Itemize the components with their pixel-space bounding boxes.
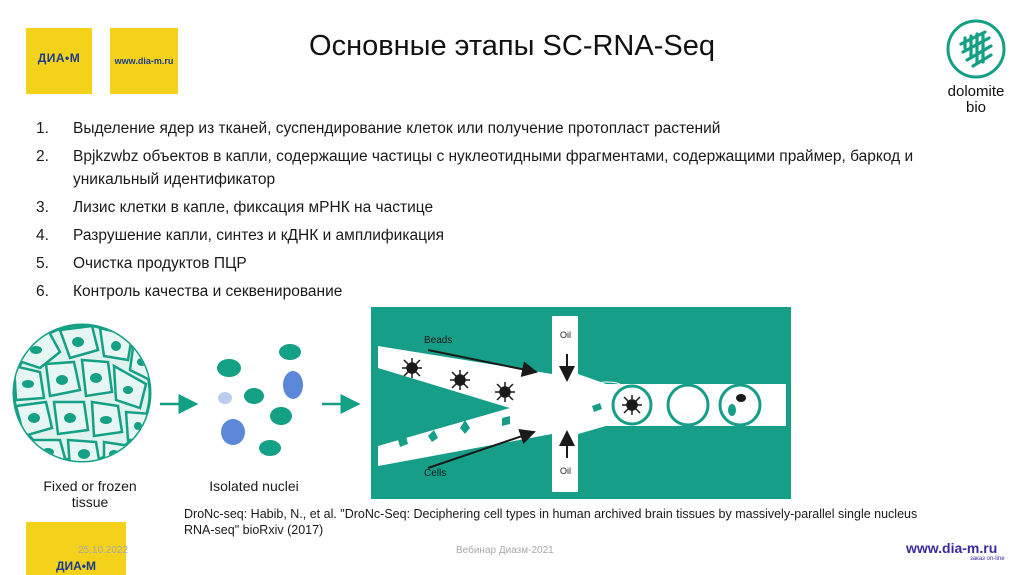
flow-arrow-icon <box>427 428 536 469</box>
oil-bottom-label: Oil <box>560 466 571 476</box>
cells-label: Cells <box>424 468 446 479</box>
list-item: 6.Контроль качества и секвенирование <box>36 283 343 300</box>
cell-icon <box>398 403 602 447</box>
list-item: 3.Лизис клетки в капле, фиксация мРНК на… <box>36 199 434 216</box>
reference-citation: DroNc-seq: Habib, N., et al. "DroNc-Seq:… <box>184 507 918 537</box>
dia-m-logo: ДИА•М <box>26 28 92 94</box>
dolomite-bio-logo: dolomite bio <box>936 18 1016 115</box>
footer-webinar: Вебинар Диазм-2021 <box>456 545 554 556</box>
microfluidic-device: Beads Cells Oil Oil <box>371 307 791 499</box>
bottom-logo-text: ДИА•М <box>55 559 97 573</box>
beads-label: Beads <box>424 335 452 346</box>
dia-m-url-text: www.dia-m.ru <box>114 56 174 66</box>
steps-list: 1.Выделение ядер из тканей, суспендирова… <box>36 117 996 308</box>
dolomite-bio-text: bio <box>965 99 987 116</box>
dia-m-url-logo: www.dia-m.ru <box>110 28 178 94</box>
list-item: 4.Разрушение капли, синтез и кДНК и ампл… <box>36 227 445 244</box>
page-title: Основные этапы SC-RNA-Seq <box>309 30 715 62</box>
bead-icon <box>402 358 642 415</box>
flow-arrow-icon <box>427 349 538 378</box>
footer-date: 25.10.2022 <box>78 545 129 556</box>
dia-m-logo-text: ДИА•М <box>37 51 81 65</box>
bottom-dia-m-logo: ДИА•М <box>26 522 126 575</box>
footer-brand-link[interactable]: www.dia-m.ru <box>906 540 998 556</box>
oil-top-label: Oil <box>560 330 571 340</box>
footer-brand-subtitle: заказ on-line <box>970 556 1005 562</box>
list-item: 1.Выделение ядер из тканей, суспендирова… <box>36 120 721 137</box>
tissue-illustration <box>12 323 152 463</box>
tissue-label: Fixed or frozen tissue <box>43 478 137 510</box>
nuclei-illustration <box>217 344 303 456</box>
dolomite-text: dolomite <box>947 83 1005 100</box>
dolomite-emblem-icon <box>946 19 1006 79</box>
list-item: 2.Bpjkzwbz объектов в капли, содержащие … <box>36 148 914 188</box>
nuclei-label: Isolated nuclei <box>209 478 299 494</box>
list-item: 5.Очистка продуктов ПЦР <box>36 255 247 272</box>
